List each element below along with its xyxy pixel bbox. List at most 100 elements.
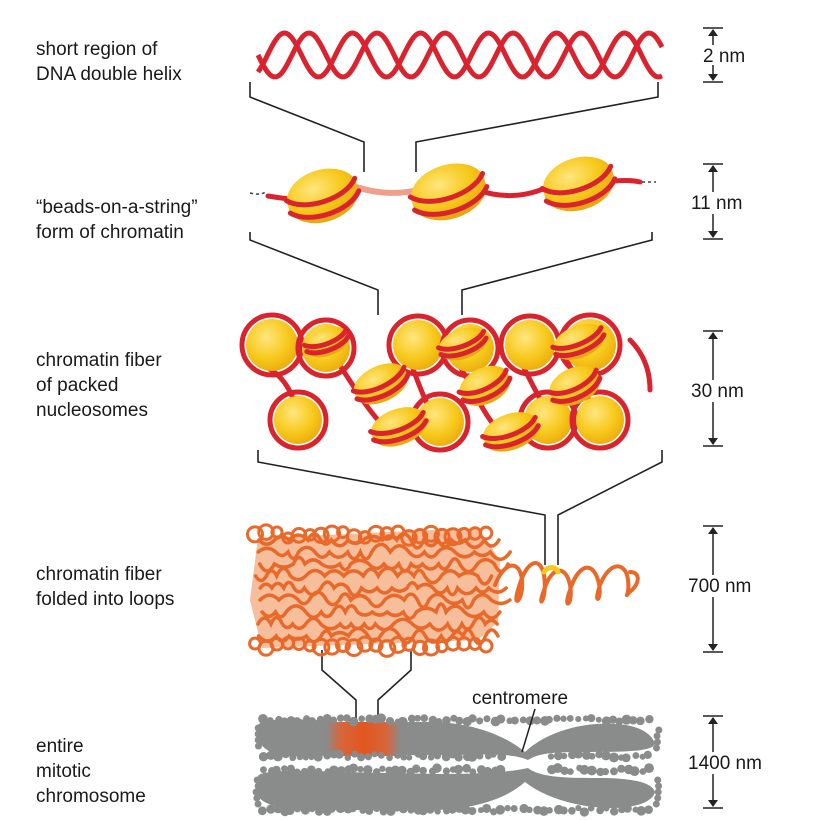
chromosome-fuzz-dot xyxy=(609,752,619,763)
loop-border-bottom-8 xyxy=(323,638,341,656)
chromosome-fuzz-dot xyxy=(419,766,427,775)
chromosome-fuzz-dot xyxy=(545,715,553,724)
scale-label-11nm: 11 nm xyxy=(691,193,742,214)
chromosome-fuzz-dot xyxy=(496,714,506,724)
chromosome-fuzz-dot xyxy=(322,713,332,723)
fiber-label-line-1: chromatin fiber xyxy=(36,350,162,371)
chromosome-fuzz-dot xyxy=(653,732,661,740)
chromosome-fuzz-dot xyxy=(364,753,372,761)
chromosome-fuzz-dot xyxy=(653,738,661,746)
chromosome-fuzz-dot xyxy=(547,753,555,760)
loop-border-top-18 xyxy=(433,527,451,546)
chromosome-fuzz-dot xyxy=(253,794,261,802)
chromosome-fuzz-dot xyxy=(610,767,618,776)
chromosome-fuzz-dot xyxy=(266,750,276,760)
chromosome-fuzz-dot xyxy=(300,767,309,776)
chromosome-fuzz-dot xyxy=(365,806,374,815)
loop-border-bottom-10 xyxy=(344,638,364,658)
loop-border-bottom-17 xyxy=(421,638,441,657)
chromosome-fuzz-dot xyxy=(296,753,304,761)
beads-on-a-string xyxy=(249,156,656,224)
chromosome-fuzz-dot xyxy=(519,716,527,724)
chromosome-fuzz-dot xyxy=(253,776,261,784)
chromosome-fuzz-dot xyxy=(632,752,640,760)
nucleosome-bead-3 xyxy=(539,156,618,212)
fiber-tilted-nucleosome-6 xyxy=(550,323,607,360)
loop-border-top-15 xyxy=(400,529,418,547)
chromosome-fuzz-dot xyxy=(621,753,631,763)
loop-border-bottom-13 xyxy=(377,639,397,658)
loop-border-bottom-9 xyxy=(334,636,352,653)
chromosome-fuzz-dot xyxy=(252,788,260,796)
loop-tail xyxy=(493,561,640,606)
scale-label-30nm: 30 nm xyxy=(691,381,744,402)
chromosome-fuzz-dot xyxy=(316,715,325,724)
chromosome-fuzz-dot xyxy=(329,716,338,724)
loop-border-bottom-14 xyxy=(389,635,407,654)
centromere-label: centromere xyxy=(472,688,568,709)
connector-beads-right xyxy=(461,232,653,315)
chromosome-fuzz-dot xyxy=(420,714,429,722)
chromosome-fuzz-dot xyxy=(495,805,506,815)
chromosome-fuzz-dot xyxy=(328,806,336,813)
chromosome-fuzz-dot xyxy=(393,804,401,812)
dna-strand-a xyxy=(255,30,665,80)
chromosome-fuzz-dot xyxy=(504,804,511,812)
nucleosome-bead-1 xyxy=(283,168,362,224)
chromosome-fuzz-dot xyxy=(559,806,568,815)
chromosome-fuzz-dot xyxy=(254,800,262,808)
chromosome-fuzz-dot xyxy=(302,754,309,761)
dna-label-line-1: short region of xyxy=(36,39,158,60)
chromosome-fuzz-dot xyxy=(427,754,435,761)
chromosome-fuzz-dot xyxy=(379,765,386,772)
chromosome-fuzz-dot xyxy=(393,751,402,759)
chromosome-fuzz-dot xyxy=(587,714,596,723)
loop-border-top-19 xyxy=(443,527,463,547)
chromosome-fuzz-dot xyxy=(654,776,662,784)
scale-bar-2nm: 2 nm xyxy=(703,27,755,83)
chromosome-fuzz-dot xyxy=(285,806,295,816)
chromosome-fuzz-dot xyxy=(379,807,388,816)
chromosome-fuzz-dot xyxy=(411,764,421,774)
chromosome-fuzz-dot xyxy=(546,807,553,814)
loop-border-top-1 xyxy=(245,525,265,544)
chromosome-fuzz-dot xyxy=(655,726,663,734)
loop-border-bottom-16 xyxy=(411,639,429,657)
chromosome-fuzz-dot xyxy=(337,766,346,775)
chromosome-fuzz-dot xyxy=(526,806,533,814)
loop-border-top-3 xyxy=(270,525,284,539)
chromosome-fuzz-dot xyxy=(586,765,597,776)
loop-border-top-8 xyxy=(322,524,342,543)
chromosome-fuzz-dot xyxy=(644,805,653,814)
chromosome-fuzz-dot xyxy=(281,749,290,759)
chromosome-fuzz-dot xyxy=(432,763,442,773)
dna-double-helix xyxy=(255,30,665,80)
loop-border-bottom-11 xyxy=(356,635,374,653)
scale-bar-1400nm: 1400 nm xyxy=(685,715,780,809)
chromosome-fuzz-dot xyxy=(258,714,268,724)
loop-border-top-16 xyxy=(411,528,429,545)
beads-label-line-2: form of chromatin xyxy=(36,222,184,243)
chromosome-fuzz-dot xyxy=(435,718,443,726)
chromosome-fuzz-dot xyxy=(254,782,262,790)
chromosome-fuzz-dot xyxy=(567,768,574,775)
chromosome-fuzz-dot xyxy=(595,716,602,723)
loops-label-line-1: chromatin fiber xyxy=(36,564,162,585)
chromosome-fuzz-dot xyxy=(414,714,422,722)
fiber-tilted-nucleosome-5 xyxy=(546,365,603,406)
scale-bar-11nm: 11 nm xyxy=(689,163,751,240)
nucleosome-bead-2 xyxy=(407,163,490,221)
chromosome-fuzz-dot xyxy=(257,806,267,816)
chromosome-fuzz-dot xyxy=(344,754,352,762)
chromosome-fuzz-dot xyxy=(377,751,385,759)
chromosome-label-line-1: entire xyxy=(36,736,84,757)
chromosome-fuzz-dot xyxy=(273,751,283,762)
chromosome-fuzz-dot xyxy=(343,803,354,814)
chromosome-fuzz-dot xyxy=(552,763,563,773)
fiber-tilted-nucleosome-7 xyxy=(436,327,489,361)
fiber-tilted-nucleosome-8 xyxy=(302,326,351,358)
chromosome-fuzz-dot xyxy=(442,767,451,775)
chromosome-fuzz-dot xyxy=(582,750,592,760)
chromosome-fuzz-dot xyxy=(628,716,638,725)
chromosome-fuzz-dot xyxy=(358,715,366,723)
